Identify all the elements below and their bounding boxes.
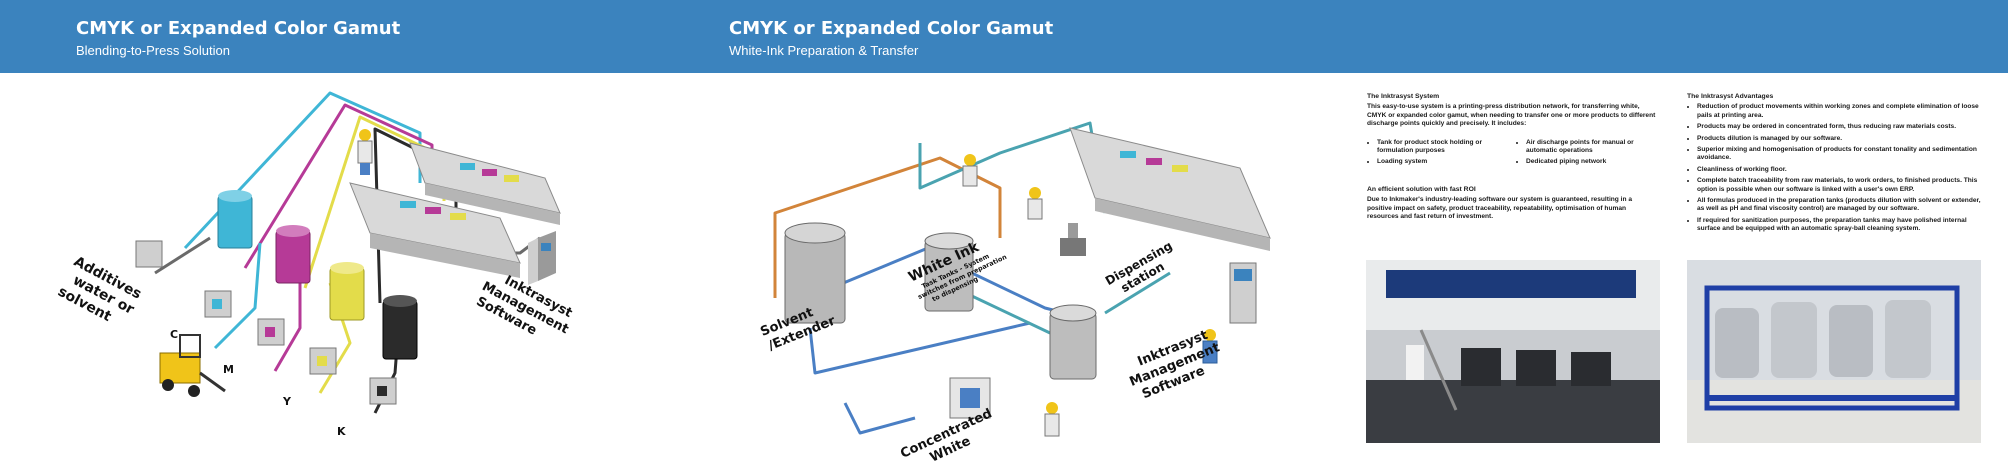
list-item: Dedicated piping network bbox=[1526, 158, 1657, 166]
label-c: C bbox=[170, 328, 178, 341]
list-item: Tank for product stock holding or formul… bbox=[1377, 139, 1508, 156]
operator-figure bbox=[357, 129, 373, 175]
page-title: CMYK or Expanded Color Gamut bbox=[76, 18, 401, 39]
press-unit bbox=[1069, 127, 1271, 251]
system-column: The Inktrasyst System This easy-to-use s… bbox=[1367, 93, 1657, 227]
white-ink-preparation-diagram: Solvent /Extender White Ink Task Tanks -… bbox=[758, 121, 1271, 466]
list-item: Products dilution is managed by our soft… bbox=[1697, 135, 1982, 143]
ibc-totes bbox=[135, 240, 397, 405]
control-cabinet bbox=[528, 231, 556, 285]
plant-room-photo bbox=[1366, 260, 1660, 443]
roi-text: Due to Inkmaker's industry-leading softw… bbox=[1367, 196, 1633, 221]
middle-header: CMYK or Expanded Color Gamut White-Ink P… bbox=[729, 18, 1053, 60]
list-item: If required for sanitization purposes, t… bbox=[1697, 217, 1982, 234]
concentrated-white-tote bbox=[949, 377, 991, 419]
system-heading: The Inktrasyst System bbox=[1367, 93, 1440, 100]
advantages-heading: The Inktrasyst Advantages bbox=[1687, 93, 1774, 100]
list-item: All formulas produced in the preparation… bbox=[1697, 197, 1982, 214]
page-subtitle: White-Ink Preparation & Transfer bbox=[729, 43, 919, 58]
left-header: CMYK or Expanded Color Gamut Blending-to… bbox=[76, 18, 400, 60]
tank-skid-photo bbox=[1687, 260, 1981, 443]
press-units bbox=[349, 142, 561, 278]
system-intro: This easy-to-use system is a printing-pr… bbox=[1367, 103, 1656, 128]
page-subtitle: Blending-to-Press Solution bbox=[76, 43, 230, 58]
label-m: M bbox=[223, 363, 234, 376]
list-item: Superior mixing and homogenisation of pr… bbox=[1697, 146, 1982, 163]
list-item: Reduction of product movements within wo… bbox=[1697, 103, 1982, 120]
forklift bbox=[159, 334, 226, 397]
blending-to-press-diagram: Additives water or solvent C M Y K Inktr… bbox=[55, 91, 575, 438]
advantages-column: The Inktrasyst Advantages Reduction of p… bbox=[1687, 93, 1982, 237]
storage-tanks bbox=[217, 190, 418, 360]
list-item: Loading system bbox=[1377, 158, 1508, 166]
roi-heading: An efficient solution with fast ROI bbox=[1367, 185, 1476, 193]
header-band bbox=[0, 0, 2008, 73]
label-y: Y bbox=[282, 395, 292, 408]
label-k: K bbox=[337, 425, 346, 438]
page-title: CMYK or Expanded Color Gamut bbox=[729, 18, 1054, 39]
list-item: Complete batch traceability from raw mat… bbox=[1697, 177, 1982, 194]
operator-figures bbox=[962, 154, 1218, 437]
system-bullets: Tank for product stock holding or formul… bbox=[1367, 139, 1657, 170]
control-cabinet bbox=[1229, 262, 1257, 324]
list-item: Cleanliness of working floor. bbox=[1697, 166, 1982, 174]
tanks bbox=[784, 222, 1097, 380]
list-item: Air discharge points for manual or autom… bbox=[1526, 139, 1657, 156]
dispensing-station bbox=[1060, 223, 1086, 256]
list-item: Products may be ordered in concentrated … bbox=[1697, 123, 1982, 131]
